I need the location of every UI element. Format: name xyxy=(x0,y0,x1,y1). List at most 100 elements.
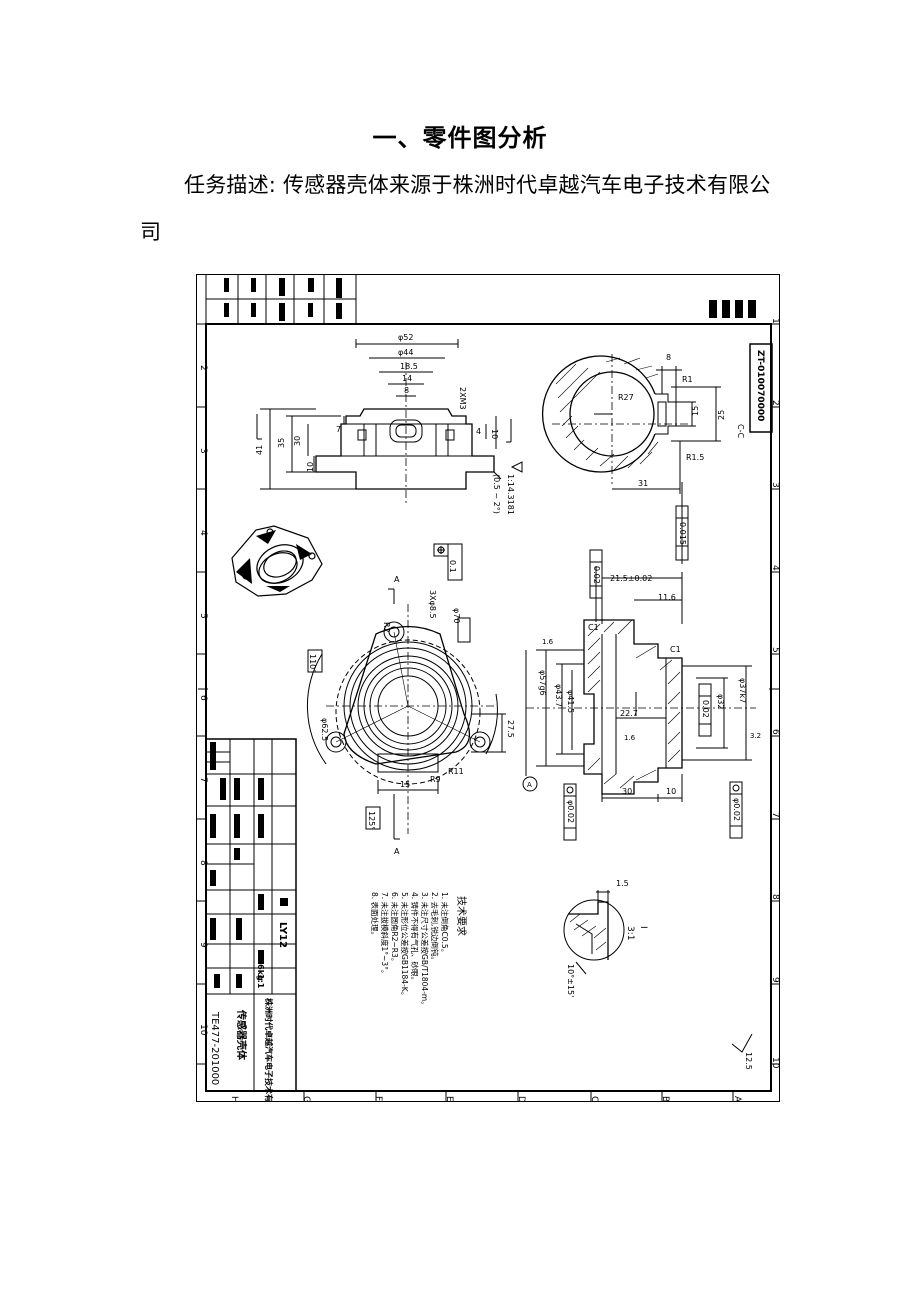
part-name: 传感器壳体 xyxy=(235,1009,248,1061)
task-description: 任务描述: 传感器壳体来源于株洲时代卓越汽车电子技术有限公 xyxy=(184,173,771,197)
detail-angle: 10°±15' xyxy=(566,964,575,997)
note-item: 7. 未注拔模斜度1°~3°。 xyxy=(380,892,390,977)
zone-label: 1 xyxy=(770,318,780,324)
section-hatch xyxy=(555,357,659,471)
dim-7: 7 xyxy=(336,425,341,434)
flatness-frame xyxy=(675,505,689,561)
plan-27-5: 27.5 xyxy=(506,720,515,738)
technical-requirements: 技术要求 1. 未注倒角C0.5。 2. 去毛刺,锐边倒钝。 3. 未注尺寸公差… xyxy=(370,892,468,1009)
copyright-stamp xyxy=(709,300,756,318)
taper-callout: 1:14.3181 xyxy=(506,474,515,515)
detail-label: I xyxy=(638,926,648,929)
perp-frame xyxy=(589,549,603,599)
dim-10: 10 xyxy=(306,462,315,472)
cc-dim-8: 8 xyxy=(666,353,671,362)
coax-value-2: φ0.02 xyxy=(732,798,741,821)
section-hatch-2 xyxy=(587,619,681,789)
coax-value: φ0.02 xyxy=(566,800,575,823)
dim-18-5: 18.5 xyxy=(400,362,418,371)
plan-110: 110° xyxy=(308,654,317,673)
zone-label: B xyxy=(660,1096,670,1102)
section-cc-view xyxy=(541,354,721,494)
dim-41: 41 xyxy=(255,445,264,455)
zone-label: 5 xyxy=(770,647,780,653)
dim-21-5: 21.5±0.02 xyxy=(610,574,652,583)
dim-11-6: 11.6 xyxy=(658,593,676,602)
dim-phi41-5: φ41.5 xyxy=(566,690,575,713)
plan-view xyxy=(307,588,506,840)
dim-phi37: φ37k7 xyxy=(738,678,747,703)
plan-r2: R2 xyxy=(382,622,391,633)
surface-value: 12.5 xyxy=(744,1052,753,1070)
note-item: 3. 未注尺寸公差按GB/T1804-m。 xyxy=(420,892,430,1009)
perp-value: 0.02 xyxy=(592,566,601,584)
isometric-view xyxy=(231,525,323,597)
inner-border xyxy=(205,323,772,1092)
dim-30: 30 xyxy=(293,436,302,446)
detail-view xyxy=(563,890,625,975)
zone-label: 4 xyxy=(770,565,780,571)
dim-10: 10 xyxy=(666,787,676,796)
roughness-2: 1.6 xyxy=(624,734,636,742)
roughness-3: 3.2 xyxy=(750,732,761,740)
front-view xyxy=(256,339,523,504)
cross-section-view xyxy=(522,482,756,802)
part-number-box xyxy=(749,343,773,433)
zone-label: 9 xyxy=(770,977,780,983)
zone-label: C xyxy=(589,1096,599,1102)
scale: 1:1 xyxy=(256,974,265,989)
plan-phi70: φ70 xyxy=(452,608,461,623)
perp-value-2: 0.02 xyxy=(701,700,710,718)
zone-label: 6 xyxy=(198,695,208,701)
cc-r1: R1 xyxy=(682,375,693,384)
dim-8: 8 xyxy=(404,386,409,395)
zone-label: 4 xyxy=(198,530,208,536)
zone-label: 5 xyxy=(198,613,208,619)
stamp-number: ZT-010070000 xyxy=(755,350,765,421)
zone-label: G xyxy=(301,1096,311,1102)
section-mark-a: A xyxy=(394,575,400,584)
note-item: 4. 铸件不得有气孔、砂眼。 xyxy=(410,892,420,984)
zone-label: F xyxy=(373,1096,383,1101)
detail-scale: 3:1 xyxy=(625,926,635,940)
zone-label: 10 xyxy=(198,1024,208,1036)
zone-label: 3 xyxy=(198,448,208,454)
zone-label: 2 xyxy=(198,365,208,371)
note-item: 1. 未注倒角C0.5。 xyxy=(440,892,450,956)
dim-phi32: φ32 xyxy=(716,694,725,709)
dim-10b: 10 xyxy=(490,429,499,439)
plan-15: 15 xyxy=(400,780,410,789)
draft-angle: (0.5 ~ 2°) xyxy=(492,474,501,514)
zone-label: D xyxy=(516,1096,526,1102)
dim-14: 14 xyxy=(402,374,412,383)
surface-finish-symbol xyxy=(731,1033,753,1053)
perp-frame-2 xyxy=(698,683,712,737)
dim-phi44: φ44 xyxy=(398,348,413,357)
section-mark-a2: A xyxy=(394,847,400,856)
note-item: 5. 未注形位公差按GB1184-K。 xyxy=(400,892,410,999)
coax-frame xyxy=(563,783,577,841)
zone-label: A xyxy=(732,1096,742,1102)
plan-r9: R9 xyxy=(430,775,441,784)
plan-r62-5: φ62.5 xyxy=(320,718,329,741)
material-code: LY12 xyxy=(277,922,288,948)
datum-a: A xyxy=(527,781,532,789)
cc-r1-5: R1.5 xyxy=(686,453,704,462)
zone-label: 3 xyxy=(770,482,780,488)
chamfer-c1a: C1 xyxy=(588,623,599,632)
revision-strip xyxy=(205,274,357,325)
plan-r11: R11 xyxy=(448,767,464,776)
page-title: 一、零件图分析 xyxy=(372,124,548,152)
thread-callout: 2XM3 xyxy=(458,387,467,410)
zone-label: 7 xyxy=(198,777,208,783)
dim-phi43-7: φ43.7 xyxy=(554,684,563,707)
zone-label: 10 xyxy=(770,1057,780,1069)
dim-22-7: 22.7 xyxy=(620,709,638,718)
dim-4: 4 xyxy=(476,427,481,436)
zone-label: 8 xyxy=(770,894,780,900)
task-description-cont: 司 xyxy=(140,220,161,244)
zone-label: 6 xyxy=(770,729,780,735)
drawing-number: TE477-201000 xyxy=(209,1011,220,1085)
company-name: 株洲时代卓越汽车电子技术有限公司 xyxy=(264,998,274,1102)
zone-label: E xyxy=(444,1096,454,1102)
